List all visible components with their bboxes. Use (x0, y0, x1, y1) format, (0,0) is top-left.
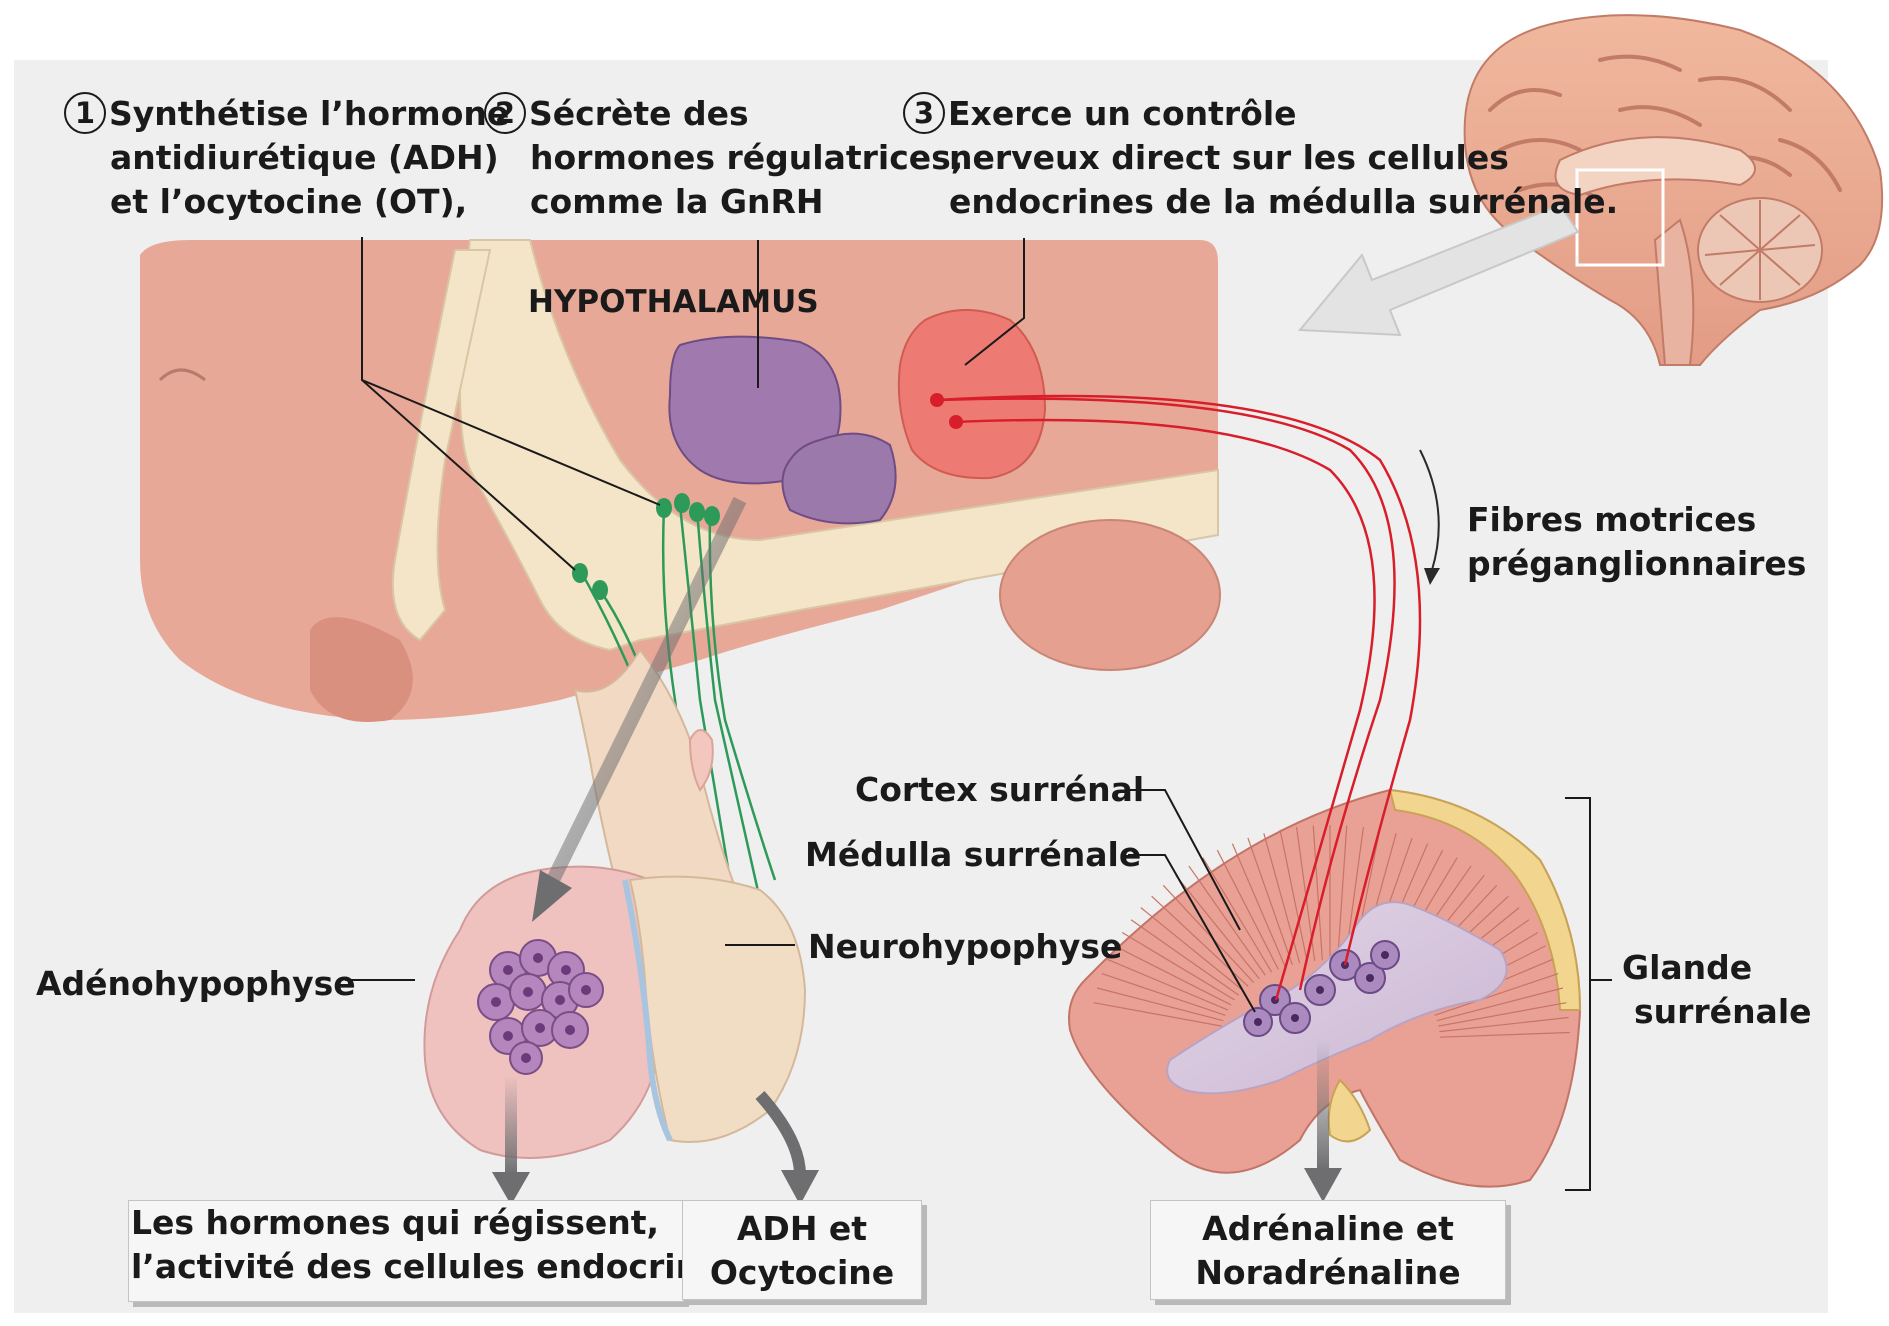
adrenal-gland-label-line-2: surrénale (1622, 992, 1812, 1031)
fibres-label-line-2: préganglionnaires (1467, 544, 1806, 583)
neuro-output-line-2: Ocytocine (683, 1251, 921, 1295)
step-2-line-1: Sécrète des (529, 94, 749, 133)
step-1-line-1: Synthétise l’hormone (109, 94, 509, 133)
arrow-adeno-output (505, 1075, 517, 1175)
adeno-output-box: Les hormones qui régissent, l’activité d… (128, 1200, 684, 1302)
adrenal-output-line-2: Noradrénaline (1151, 1251, 1505, 1295)
cortex-label: Cortex surrénal (855, 768, 1144, 812)
step-2-number: 2 (484, 92, 526, 134)
step-2-line-3: comme la GnRH (484, 182, 824, 221)
adrenal-output-line-1: Adrénaline et (1151, 1207, 1505, 1251)
step-3-line-3: endocrines de la médulla surrénale. (903, 182, 1618, 221)
mammillary-body (1000, 520, 1220, 670)
adeno-output-line-2: l’activité des cellules endocrines. (131, 1245, 683, 1289)
fibre-soma-2 (949, 415, 963, 429)
medulla-label: Médulla surrénale (805, 833, 1141, 877)
step-1-number: 1 (64, 92, 106, 134)
fibres-label: Fibres motrices préganglionnaires (1467, 498, 1806, 586)
step-1-line-3: et l’ocytocine (OT), (64, 182, 467, 221)
step-1-line-2: antidiurétique (ADH) (64, 138, 499, 177)
neuro-output-box: ADH et Ocytocine (682, 1200, 922, 1300)
fibres-label-line-1: Fibres motrices (1467, 500, 1756, 539)
adeno-output-line-1: Les hormones qui régissent, (131, 1201, 683, 1245)
hypothalamus-label: HYPOTHALAMUS (528, 280, 819, 324)
step-3-line-1: Exerce un contrôle (948, 94, 1297, 133)
adenohypophysis-label: Adénohypophyse (36, 962, 356, 1006)
adrenal-gland-label-line-1: Glande (1622, 948, 1752, 987)
neurohypophysis-label: Neurohypophyse (808, 925, 1122, 969)
step-3-number: 3 (903, 92, 945, 134)
arrow-adrenal-output (1317, 1040, 1329, 1170)
step-2-line-2: hormones régulatrices, (484, 138, 963, 177)
adrenal-output-box: Adrénaline et Noradrénaline (1150, 1200, 1506, 1300)
adrenal-gland-label: Glande surrénale (1622, 946, 1812, 1034)
motor-neuron-cell (899, 310, 1045, 478)
fibre-soma-1 (930, 393, 944, 407)
neuro-output-line-1: ADH et (683, 1207, 921, 1251)
step-3-line-2: nerveux direct sur les cellules (903, 138, 1509, 177)
